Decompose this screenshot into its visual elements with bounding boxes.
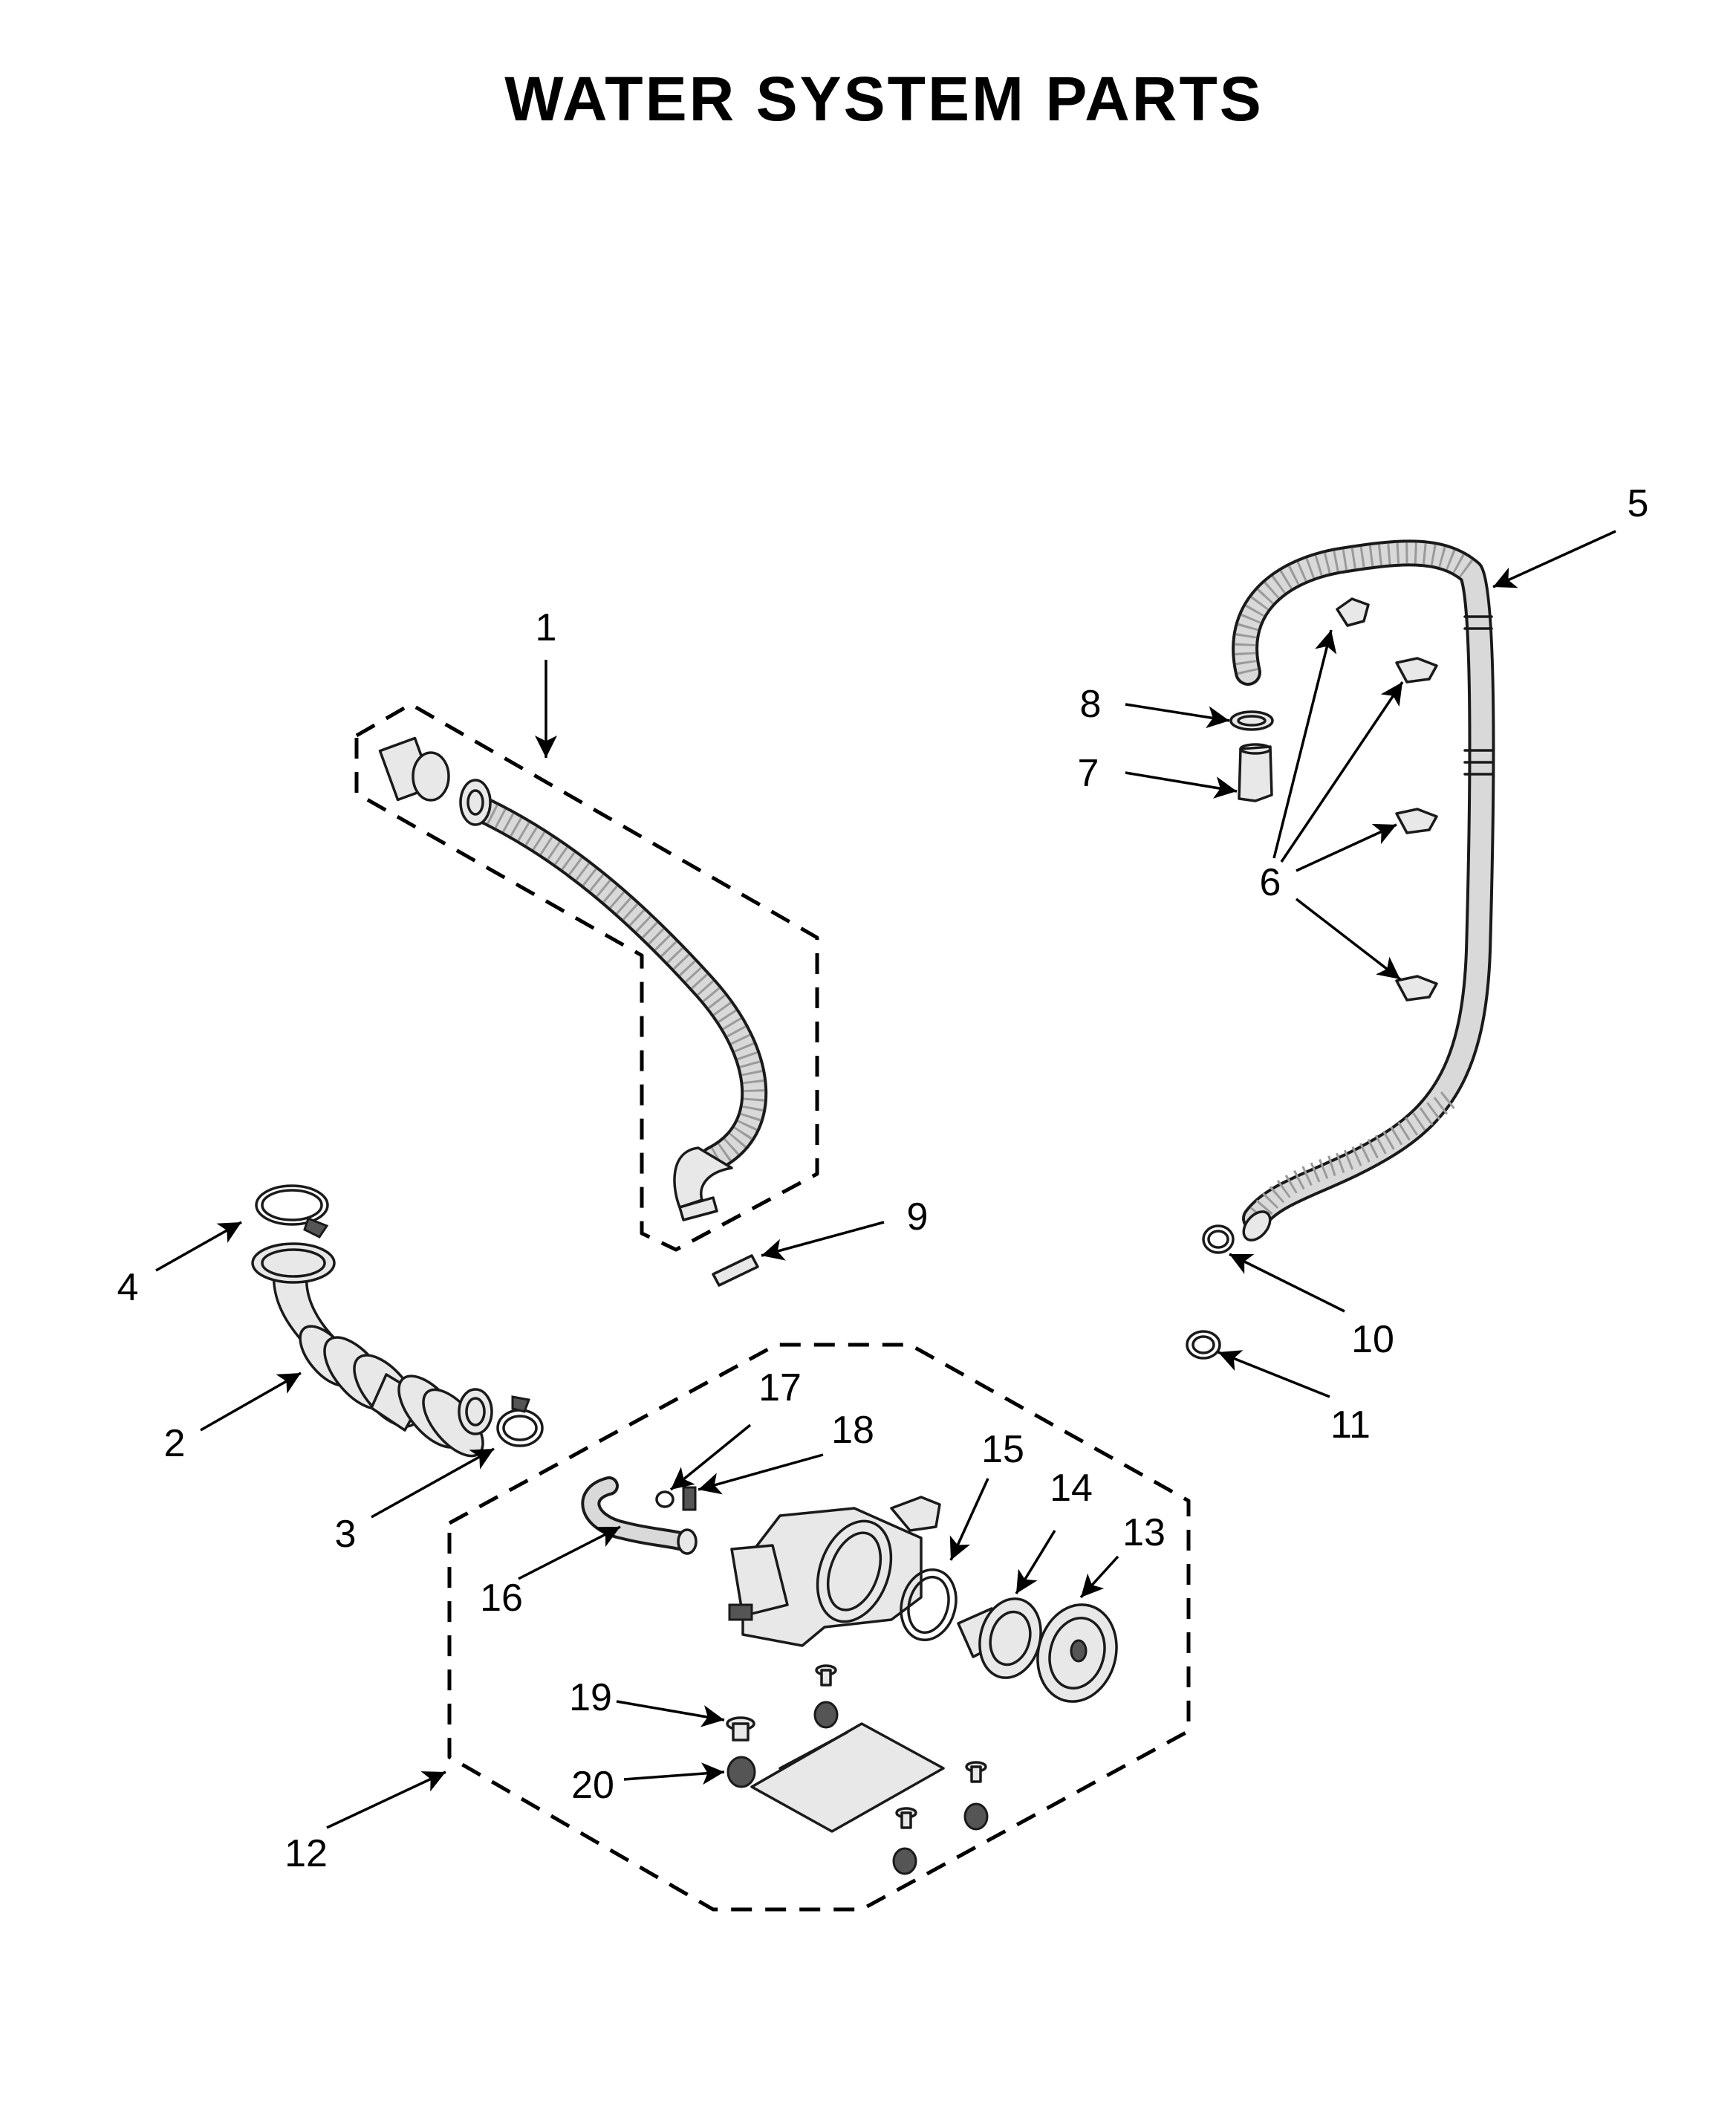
- callout-12: 12: [285, 1832, 328, 1875]
- part-3-clamp: [496, 1395, 544, 1447]
- callout-2: 2: [164, 1422, 186, 1465]
- leader-lines: [155, 530, 1616, 1829]
- part-11-clamp: [1186, 1330, 1221, 1360]
- callout-labels: 1 2 3 4 5 6 7 8 9 10 11 12 13 14 15 16 1…: [117, 482, 1649, 1875]
- callout-20: 20: [571, 1764, 614, 1807]
- part-16-small-hose: [581, 1476, 698, 1555]
- part-13-cover: [1036, 1603, 1118, 1703]
- callout-7: 7: [1078, 752, 1099, 795]
- part-2-tub-to-pump-hose: [251, 1242, 493, 1458]
- callout-3: 3: [335, 1513, 357, 1556]
- callout-19: 19: [569, 1676, 612, 1719]
- callout-5: 5: [1628, 482, 1649, 525]
- part-10-clamp: [1202, 1224, 1235, 1254]
- callout-8: 8: [1080, 683, 1102, 726]
- part-6-hose-clips: [1336, 597, 1438, 1002]
- diagram-title: WATER SYSTEM PARTS: [504, 64, 1264, 134]
- callout-18: 18: [831, 1409, 874, 1452]
- part-5-inlet-hose: [1232, 539, 1495, 1241]
- callout-17: 17: [758, 1366, 802, 1409]
- part-18-sensor: [682, 1486, 697, 1511]
- part-19-screw: [726, 1664, 987, 1829]
- bracket: [750, 1722, 945, 1833]
- part-8-clamp: [1229, 710, 1274, 731]
- part-20-grommet: [726, 1701, 989, 1875]
- callout-13: 13: [1122, 1511, 1166, 1554]
- part-7-hose-adapter: [1238, 743, 1273, 802]
- part-15-o-ring: [900, 1568, 958, 1642]
- callout-1: 1: [536, 606, 557, 649]
- callout-9: 9: [907, 1195, 929, 1239]
- callout-11: 11: [1330, 1403, 1371, 1447]
- part-14-impeller: [957, 1597, 1042, 1679]
- callout-4: 4: [117, 1266, 139, 1309]
- part-1-drain-hose-assembly: [354, 702, 819, 1252]
- part-12-drain-pump-group: [447, 1343, 1191, 1912]
- callout-14: 14: [1050, 1467, 1093, 1510]
- part-9-pin: [712, 1254, 759, 1287]
- part-17-clip: [655, 1490, 674, 1508]
- callout-6: 6: [1260, 861, 1281, 904]
- callout-15: 15: [981, 1428, 1024, 1471]
- part-4-clamp: [255, 1184, 329, 1239]
- callout-10: 10: [1351, 1318, 1394, 1361]
- callout-16: 16: [480, 1577, 523, 1620]
